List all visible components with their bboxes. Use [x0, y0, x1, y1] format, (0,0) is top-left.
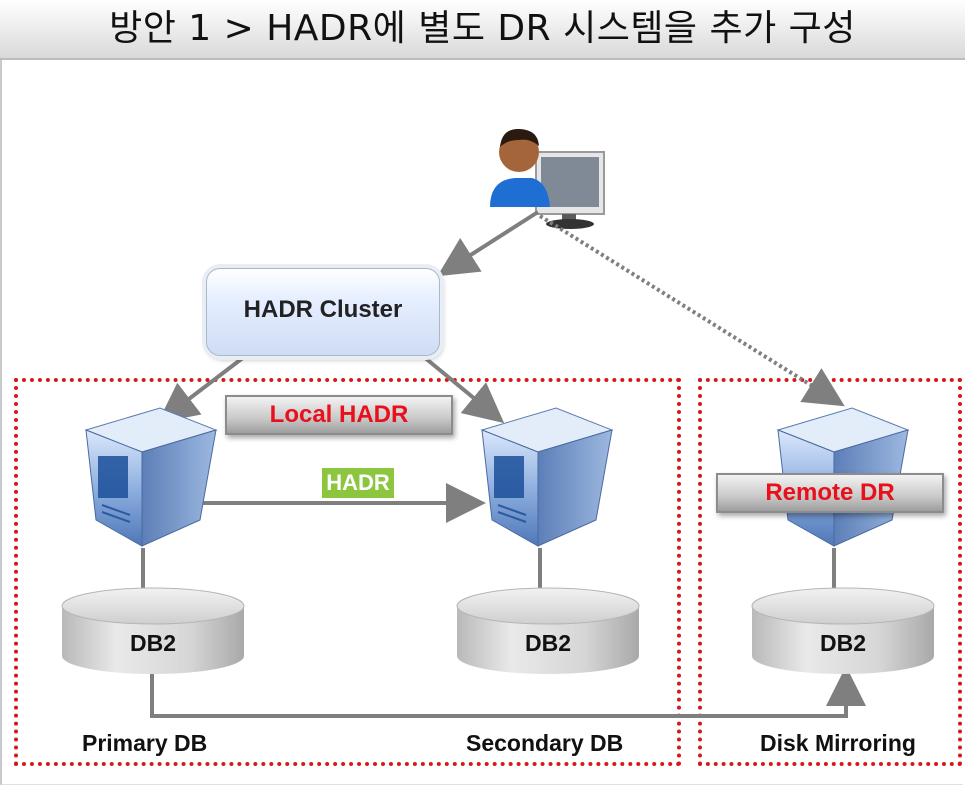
- secondary-db-caption: Secondary DB: [466, 730, 624, 756]
- user-to-cluster-arrow: [437, 210, 540, 277]
- local-hadr-label: Local HADR: [225, 395, 453, 435]
- hadr-link-label: HADR: [322, 468, 394, 498]
- page-title: 방안 1 > HADR에 별도 DR 시스템을 추가 구성: [109, 8, 856, 49]
- remote-db2-cylinder: [751, 587, 935, 674]
- remote-dr-label: Remote DR: [716, 473, 944, 513]
- remote-db-name: DB2: [819, 630, 866, 656]
- user-to-remote-dashed-arrow: [538, 214, 845, 407]
- secondary-db2-cylinder: [456, 587, 640, 674]
- local-hadr-zone: [14, 378, 681, 766]
- disk-mirroring-caption: Disk Mirroring: [760, 730, 916, 756]
- primary-db-name: DB2: [129, 630, 176, 656]
- title-bar: [0, 0, 965, 60]
- secondary-server-icon: [480, 407, 614, 547]
- hadr-cluster-box: [206, 268, 440, 356]
- primary-db2-cylinder: [61, 587, 245, 674]
- primary-db-caption: Primary DB: [82, 730, 208, 756]
- secondary-db-name: DB2: [524, 630, 571, 656]
- hadr-cluster-label: HADR Cluster: [243, 296, 403, 323]
- user-at-computer-icon: [490, 128, 605, 229]
- primary-server-icon: [84, 407, 218, 547]
- cluster-to-primary-arrow: [157, 355, 246, 423]
- cluster-to-secondary-arrow: [422, 355, 505, 424]
- disk-mirroring-arrow: [150, 666, 866, 718]
